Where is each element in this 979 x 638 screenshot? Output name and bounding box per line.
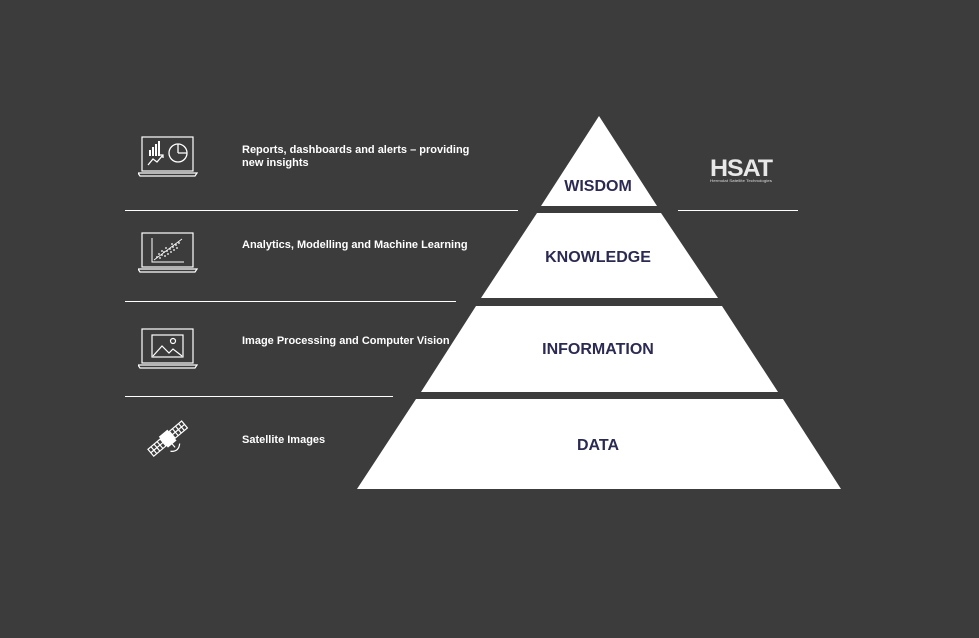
pyramid-tier-wisdom [541, 116, 657, 206]
row-label-satellite-images: Satellite Images [242, 434, 326, 446]
logo-tagline: Hermolat Satellite Technologies [710, 178, 772, 183]
logo-wordmark: HSAT [710, 155, 773, 182]
row-label-analytics: Analytics, Modelling and Machine Learnin… [242, 239, 468, 251]
pyramid-tier-knowledge [481, 213, 718, 298]
pyramid-tier-information [421, 306, 778, 392]
laptop-scatter-icon [138, 232, 198, 273]
hsat-logo: HSAT Hermolat Satellite Technologies [710, 155, 774, 183]
tier-label-wisdom: WISDOM [564, 178, 632, 195]
laptop-charts-icon [138, 136, 198, 177]
row-label-reports: Reports, dashboards and alerts – providi… [242, 144, 470, 169]
pyramid-tier-data [357, 399, 841, 489]
tier-label-information: INFORMATION [542, 341, 654, 358]
row-label-image-processing: Image Processing and Computer Vision [242, 335, 450, 347]
tier-label-knowledge: KNOWLEDGE [545, 249, 651, 266]
laptop-image-icon [138, 328, 198, 369]
tier-label-data: DATA [577, 437, 620, 454]
satellite-icon [147, 420, 189, 458]
